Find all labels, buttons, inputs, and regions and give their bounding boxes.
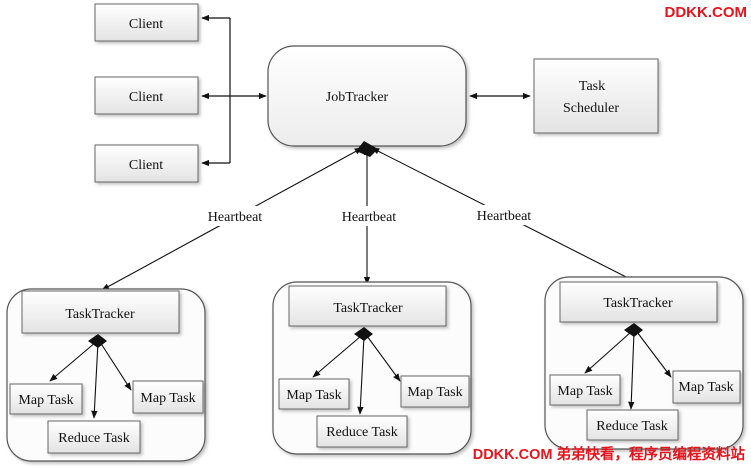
client-box-1 — [94, 3, 199, 42]
tasktracker-node-2: TaskTracker Map Task Map Task Reduce Tas… — [272, 281, 472, 455]
map-task-right-2: Map Task — [407, 385, 462, 400]
map-task-left-1: Map Task — [18, 393, 73, 408]
scheduler-label-line1: Task — [579, 79, 605, 94]
map-task-left-3: Map Task — [557, 384, 612, 399]
tasktracker-label-1: TaskTracker — [65, 307, 135, 322]
map-task-right-3: Map Task — [678, 380, 733, 395]
map-task-left-2: Map Task — [286, 388, 341, 403]
heartbeat-label-left: Heartbeat — [208, 210, 263, 225]
reduce-task-3: Reduce Task — [596, 419, 667, 434]
jobtracker-arrow-cluster — [356, 141, 378, 157]
tasktracker-label-2: TaskTracker — [333, 301, 403, 316]
client-connector — [201, 14, 267, 167]
heartbeat-label-center: Heartbeat — [342, 210, 397, 225]
watermark-top: DDKK.COM — [664, 4, 748, 21]
scheduler-label-line2: Scheduler — [563, 101, 619, 116]
heartbeat-label-right: Heartbeat — [477, 209, 532, 224]
tasktracker-node-1: TaskTracker Map Task Map Task Reduce Tas… — [6, 288, 206, 462]
tasktracker-label-3: TaskTracker — [603, 296, 673, 311]
client-label-2: Client — [129, 90, 163, 105]
scheduler-box — [533, 58, 659, 134]
reduce-task-1: Reduce Task — [58, 431, 129, 446]
reduce-task-2: Reduce Task — [326, 425, 397, 440]
client-label-3: Client — [129, 158, 163, 173]
client-box-2 — [94, 76, 199, 115]
map-task-right-1: Map Task — [140, 391, 195, 406]
client-label-1: Client — [129, 17, 163, 32]
jobtracker-label: JobTracker — [326, 90, 389, 105]
watermark-bottom: DDKK.COM 弟弟快看，程序员编程资料站 — [472, 447, 745, 463]
tasktracker-node-3: TaskTracker Map Task Map Task Reduce Tas… — [544, 276, 744, 450]
